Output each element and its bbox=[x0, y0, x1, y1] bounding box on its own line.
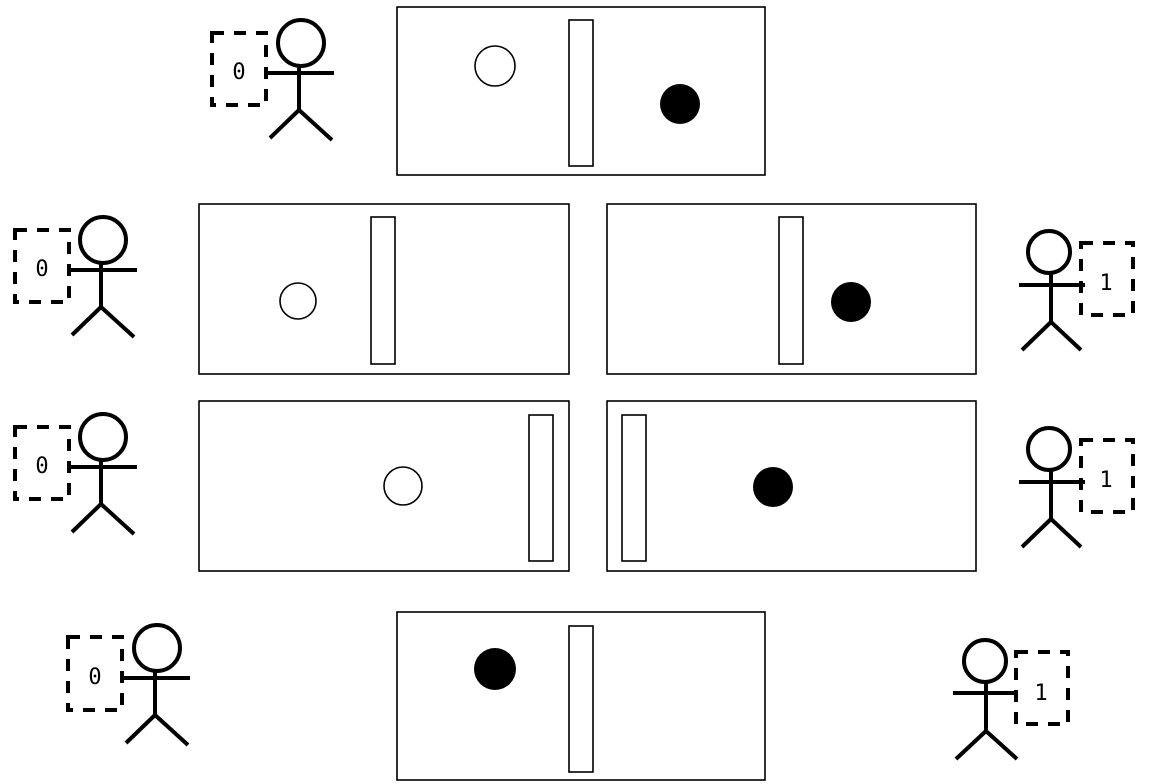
observer-6: 0 bbox=[68, 625, 190, 745]
barrier-wall bbox=[569, 20, 593, 166]
observer-7: 1 bbox=[953, 640, 1068, 759]
panel-6 bbox=[397, 612, 765, 780]
sign-label: 0 bbox=[88, 665, 101, 690]
white-ball bbox=[475, 46, 515, 86]
stick-figure-icon bbox=[69, 217, 137, 337]
white-ball bbox=[280, 283, 316, 319]
barrier-wall bbox=[371, 217, 395, 364]
stick-figure-icon bbox=[69, 414, 137, 534]
sign-label: 1 bbox=[1034, 681, 1047, 706]
black-ball bbox=[831, 282, 871, 322]
observer-3: 1 bbox=[1019, 231, 1133, 350]
sign-label: 0 bbox=[232, 60, 245, 85]
sign-label: 1 bbox=[1099, 468, 1112, 493]
panel-2 bbox=[199, 204, 569, 374]
stick-figure-icon bbox=[1019, 428, 1085, 547]
observer-4: 0 bbox=[15, 414, 137, 534]
sign-label: 0 bbox=[35, 257, 48, 282]
barrier-wall bbox=[622, 415, 646, 561]
black-ball bbox=[660, 84, 700, 124]
barrier-wall bbox=[569, 626, 593, 772]
sign-label: 1 bbox=[1099, 271, 1112, 296]
observer-2: 0 bbox=[15, 217, 137, 337]
stick-figure-icon bbox=[953, 640, 1018, 759]
stick-figure-icon bbox=[1019, 231, 1085, 350]
stick-figure-icon bbox=[266, 20, 334, 140]
panel-4 bbox=[199, 401, 569, 571]
panel-5 bbox=[607, 401, 976, 571]
barrier-wall bbox=[779, 217, 803, 364]
observer-1: 0 bbox=[212, 20, 334, 140]
observer-5: 1 bbox=[1019, 428, 1133, 547]
panel-1 bbox=[397, 7, 765, 175]
sign-label: 0 bbox=[35, 454, 48, 479]
white-ball bbox=[384, 467, 422, 505]
black-ball bbox=[474, 648, 516, 690]
stick-figure-icon bbox=[122, 625, 190, 745]
barrier-wall bbox=[529, 415, 553, 561]
panel-3 bbox=[607, 204, 976, 374]
black-ball bbox=[753, 467, 793, 507]
